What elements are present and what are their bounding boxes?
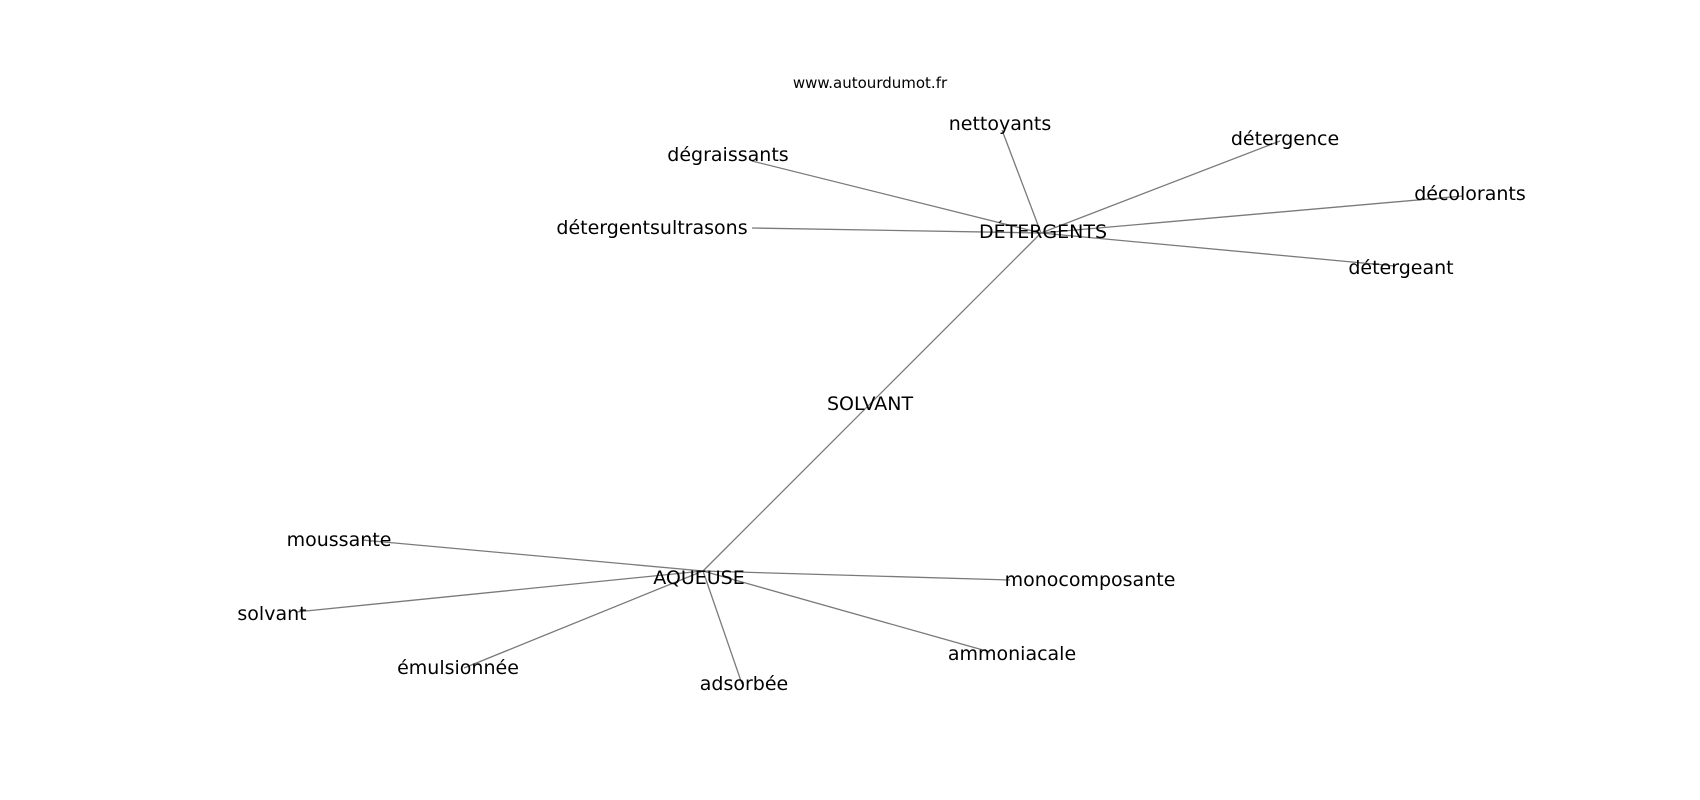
edge-detergents-detergence: [1040, 140, 1281, 234]
node-aqueuse[interactable]: AQUEUSE: [653, 567, 745, 589]
labels-layer: www.autourdumot.fr SOLVANT DÉTERGENTS AQ…: [237, 74, 1525, 695]
edge-aqueuse-emulsionnee: [463, 570, 704, 669]
node-decolorants[interactable]: décolorants: [1414, 183, 1526, 205]
edge-detergents-detergeant: [1040, 232, 1396, 267]
node-detergents[interactable]: DÉTERGENTS: [979, 220, 1107, 243]
node-monocomposante[interactable]: monocomposante: [1005, 569, 1176, 591]
edge-aqueuse-solvant: [295, 570, 704, 613]
node-detergentsultrasons[interactable]: détergentsultrasons: [556, 217, 747, 239]
node-solvant-center[interactable]: SOLVANT: [827, 393, 914, 415]
node-solvant[interactable]: solvant: [237, 603, 306, 625]
edge-aqueuse-ammoniacale: [702, 570, 991, 653]
node-detergeant[interactable]: détergeant: [1348, 257, 1453, 279]
edges-layer: [295, 129, 1464, 685]
watermark-url[interactable]: www.autourdumot.fr: [793, 74, 948, 92]
edge-detergents-aqueuse: [702, 232, 1042, 572]
edge-aqueuse-monocomposante: [702, 570, 1011, 581]
edge-aqueuse-moussante: [361, 539, 704, 572]
node-emulsionnee[interactable]: émulsionnée: [397, 657, 519, 679]
node-nettoyants[interactable]: nettoyants: [949, 113, 1052, 135]
edge-detergents-nettoyants: [1001, 129, 1042, 234]
edge-detergents-detergentsultrasons: [751, 227, 1042, 234]
node-degraissants[interactable]: dégraissants: [667, 144, 788, 166]
edge-aqueuse-adsorbee: [702, 570, 743, 685]
node-ammoniacale[interactable]: ammoniacale: [948, 643, 1076, 665]
node-detergence[interactable]: détergence: [1231, 128, 1339, 150]
node-adsorbee[interactable]: adsorbée: [700, 673, 788, 695]
edge-detergents-decolorants: [1040, 195, 1464, 234]
node-moussante[interactable]: moussante: [287, 529, 392, 551]
edge-detergents-degraissants: [751, 160, 1042, 234]
